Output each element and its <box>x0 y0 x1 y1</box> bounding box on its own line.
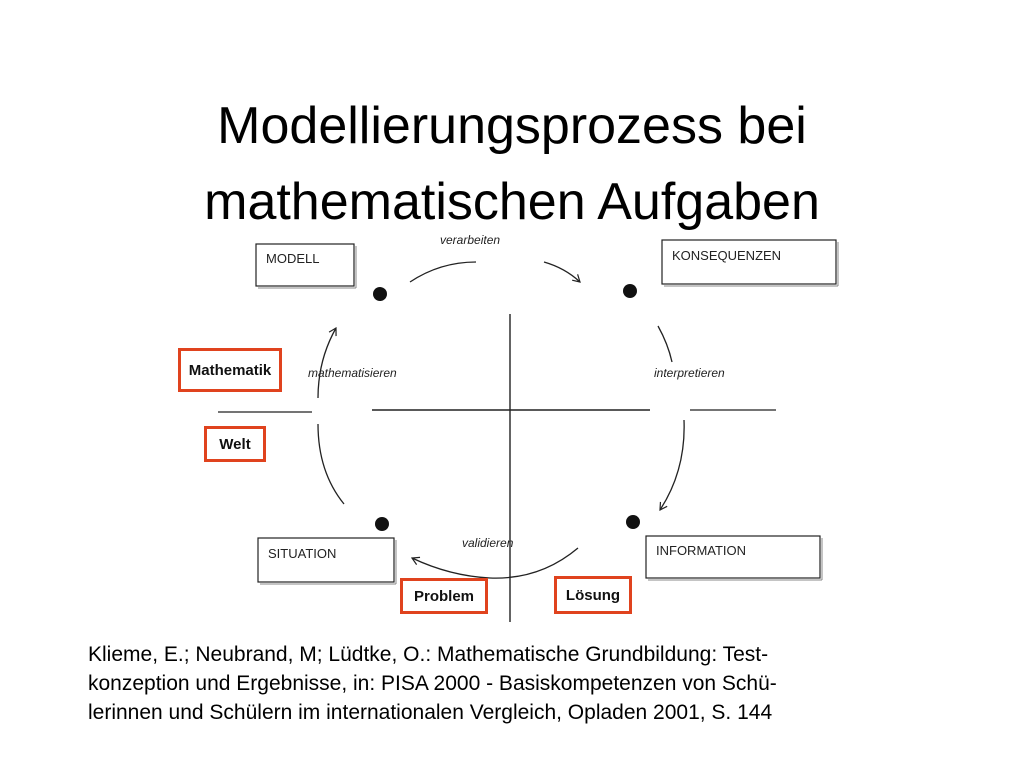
highlight-problem: Problem <box>400 578 488 614</box>
arc-validieren <box>410 547 579 579</box>
box-modell <box>255 243 357 289</box>
slide-title: Modellierungsprozess bei mathematischen … <box>0 88 1024 240</box>
arc-verarbeiten-left <box>409 261 477 283</box>
label-konsequenzen: KONSEQUENZEN <box>672 248 782 263</box>
label-mathematisieren: mathematisieren <box>308 366 397 380</box>
label-modell: MODELL <box>266 251 320 266</box>
label-verarbeiten: verarbeiten <box>440 233 501 247</box>
label-information: INFORMATION <box>656 543 747 558</box>
label-interpretieren: interpretieren <box>654 366 725 380</box>
label-situation: SITUATION <box>268 546 337 561</box>
dot-bottom-left <box>375 517 389 531</box>
citation-line-1: Klieme, E.; Neubrand, M; Lüdtke, O.: Mat… <box>88 643 769 666</box>
box-situation <box>257 537 397 585</box>
arc-interpretieren-bottom <box>659 419 685 512</box>
arc-interpretieren-top <box>657 325 673 363</box>
citation-line-2: konzeption und Ergebnisse, in: PISA 2000… <box>88 672 777 695</box>
label-validieren: validieren <box>462 536 514 550</box>
dot-bottom-right <box>626 515 640 529</box>
citation: Klieme, E.; Neubrand, M; Lüdtke, O.: Mat… <box>88 640 948 727</box>
title-line-2: mathematischen Aufgaben <box>204 173 820 231</box>
box-information <box>645 535 823 581</box>
dot-top-right <box>623 284 637 298</box>
highlight-mathematik: Mathematik <box>178 348 282 392</box>
highlight-loesung: Lösung <box>554 576 632 614</box>
arc-left-lower <box>317 423 345 505</box>
title-line-1: Modellierungsprozess bei <box>217 97 807 155</box>
arc-mathematisieren <box>317 326 337 399</box>
dot-top-left <box>373 287 387 301</box>
box-konsequenzen <box>661 239 839 287</box>
highlight-welt: Welt <box>204 426 266 462</box>
citation-line-3: lerinnen und Schülern im internationalen… <box>88 701 773 724</box>
arc-verarbeiten-right <box>543 261 581 283</box>
